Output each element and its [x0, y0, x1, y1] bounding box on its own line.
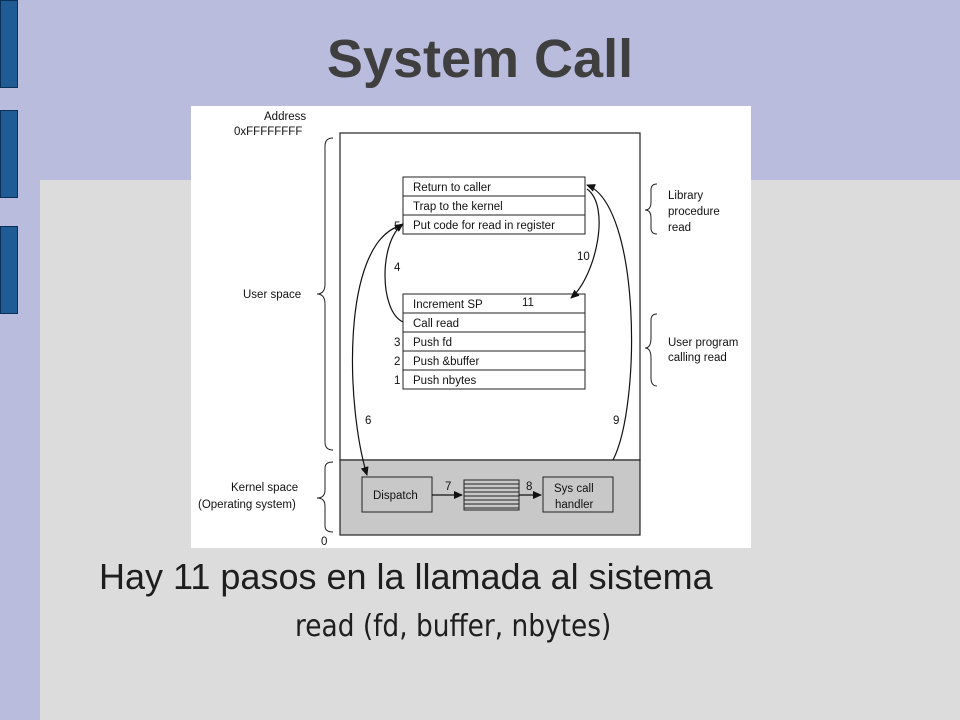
- user-program-brace: [644, 313, 658, 387]
- step-label: 6: [365, 415, 371, 427]
- syscall-handler-box: [542, 476, 614, 513]
- side-accent-bar: [0, 226, 18, 314]
- library-procedure-stack: Return to caller Trap to the kernel Put …: [402, 176, 586, 235]
- address-top: 0xFFFFFFFF: [234, 126, 302, 138]
- library-row-label: Return to caller: [413, 182, 491, 194]
- step-label: 7: [445, 481, 451, 493]
- user-program-group-label: calling read: [668, 352, 727, 364]
- step-label: 9: [613, 415, 619, 427]
- library-group-label: read: [668, 222, 691, 234]
- dispatch-label: Dispatch: [373, 490, 418, 502]
- kernel-space-label: Kernel space: [231, 482, 298, 494]
- program-row-label: Push fd: [413, 337, 452, 349]
- program-row-label: Push &buffer: [413, 356, 479, 368]
- arrow-step-6: [351, 225, 400, 476]
- library-brace: [644, 183, 658, 235]
- program-row: [402, 369, 586, 390]
- library-group-label: procedure: [668, 206, 720, 218]
- system-call-diagram: Address 0xFFFFFFFF 0 User space Kernel s…: [191, 106, 751, 548]
- step-label: 4: [394, 262, 401, 274]
- handler-label: Sys call: [554, 483, 594, 495]
- arrow-step-9: [586, 184, 633, 461]
- address-label: Address: [264, 111, 306, 123]
- step-label: 1: [394, 375, 400, 387]
- syscall-table: [463, 479, 520, 511]
- step-label: 5: [394, 221, 400, 233]
- library-group-label: Library: [668, 190, 703, 202]
- operating-system-label: (Operating system): [198, 499, 296, 511]
- slide-subcaption: read (fd, buffer, nbytes): [295, 609, 612, 644]
- side-accent-bar: [0, 110, 18, 198]
- slide-title: System Call: [326, 29, 634, 89]
- user-program-stack: Increment SP Call read Push fd Push &buf…: [402, 293, 586, 390]
- step-label: 2: [394, 356, 400, 368]
- library-row-label: Trap to the kernel: [413, 201, 503, 213]
- step-label: 11: [522, 297, 534, 309]
- arrow-step-4: [384, 223, 404, 323]
- program-row-label: Call read: [413, 318, 459, 330]
- address-bottom: 0: [321, 536, 327, 548]
- user-space-label: User space: [243, 289, 301, 301]
- slide-caption: Hay 11 pasos en la llamada al sistema: [99, 556, 713, 597]
- step-label: 10: [577, 251, 590, 263]
- step-label: 3: [394, 337, 400, 349]
- step-label: 8: [526, 481, 532, 493]
- arrow-step-10: [570, 188, 600, 299]
- dispatch-box: [361, 476, 433, 513]
- library-row-label: Put code for read in register: [413, 220, 555, 232]
- user-space-brace: [316, 137, 334, 451]
- program-row-label: Increment SP: [413, 299, 483, 311]
- kernel-space-brace: [316, 461, 334, 533]
- user-program-group-label: User program: [668, 337, 738, 349]
- handler-label: handler: [555, 499, 594, 511]
- side-accent-bar: [0, 0, 18, 88]
- program-row-label: Push nbytes: [413, 375, 477, 387]
